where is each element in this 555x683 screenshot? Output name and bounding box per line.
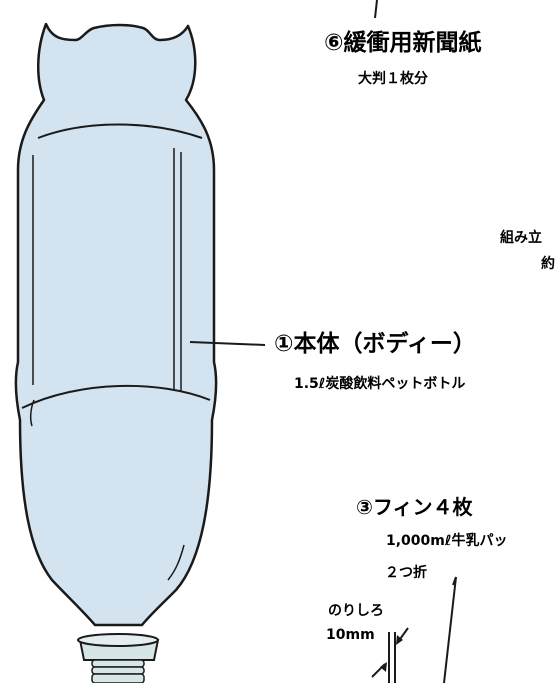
glue-margin-label: のりしろ [328,603,384,619]
thread-3 [91,673,145,683]
arc-lower-right [167,544,185,581]
body-subtitle: 1.5ℓ炭酸飲料ペットボトル [294,376,466,392]
body-title: ①本体（ボディー） [274,331,476,357]
assembly-note-2: 約 [541,256,555,272]
shoulder-line [37,123,203,139]
glue-arrowhead-upper [396,635,403,645]
body-leader [189,341,266,346]
assembly-note-1: 組み立 [500,230,542,246]
glue-arrowhead-lower [380,662,387,672]
fin-title: ③フィン４枚 [356,495,473,519]
neck-ring [77,633,159,647]
fold-note: ２つ折 [385,565,427,581]
newspaper-title: ⑥緩衝用新聞紙 [324,30,482,56]
fin-subtitle: 1,000mℓ牛乳パッ [386,533,508,549]
glue-margin-size: 10mm [326,627,375,643]
newspaper-leader [374,0,378,19]
arc-left [29,399,35,427]
thread-2 [91,666,145,675]
newspaper-subtitle: 大判１枚分 [358,71,428,87]
pet-bottle-body [14,22,218,627]
waist-line [21,384,211,409]
fold-leader-2 [443,576,457,683]
thread-1 [91,659,145,668]
